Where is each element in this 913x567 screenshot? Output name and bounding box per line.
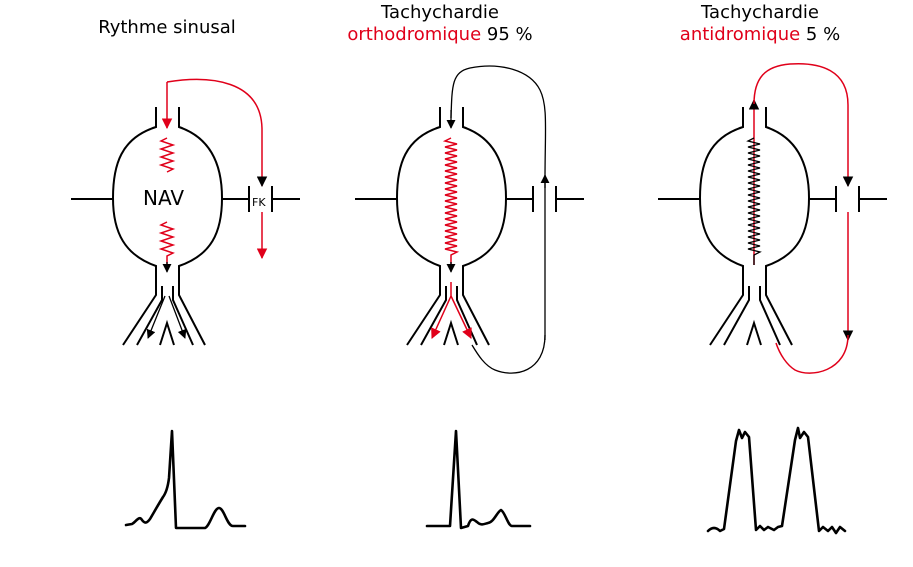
anti-antegrade-loop (753, 62, 854, 188)
av-node-structure (71, 107, 224, 346)
sinus-left-branch-arrow (146, 295, 166, 339)
caption-antidromic-line2: antidromique 5 % (640, 24, 880, 46)
av-node-structure-orthodromic (355, 107, 508, 346)
ortho-zigzag (442, 137, 460, 265)
ecg-antidromic (706, 426, 847, 535)
zigzag-lower (158, 221, 176, 265)
accessory-pathway-fk: FK (222, 186, 300, 212)
panel-sinus-rhythm: FK NAV (71, 78, 300, 530)
caption-sinus-rhythm: Rythme sinusal (67, 17, 267, 39)
anti-zigzag (746, 137, 762, 265)
caption-orthodromic-line2: orthodromique 95 % (300, 24, 580, 46)
sinus-right-branch-arrow (168, 295, 187, 339)
ortho-right-branch-arrow (450, 295, 472, 339)
ecg-orthodromic (425, 429, 532, 530)
ecg-sinus (124, 429, 247, 530)
caption-antidromic-line1: Tachychardie (701, 2, 819, 23)
accessory-pathway-orthodromic (506, 186, 584, 212)
zigzag-upper (158, 137, 176, 173)
anti-loop-bottom (775, 334, 849, 374)
fk-label: FK (252, 196, 266, 209)
caption-antidromic: Tachychardie antidromique 5 % (640, 2, 880, 46)
caption-antidromic-word: antidromique (679, 24, 801, 45)
caption-antidromic-percent: 5 % (800, 24, 841, 45)
caption-orthodromic-word: orthodromique (347, 24, 482, 45)
ortho-retro-loop-top (450, 65, 547, 188)
panel-antidromic (658, 62, 887, 535)
caption-orthodromic-percent: 95 % (481, 24, 533, 45)
panel-orthodromic (355, 65, 584, 530)
caption-orthodromic: Tachychardie orthodromique 95 % (300, 2, 580, 46)
caption-sinus-rhythm-text: Rythme sinusal (98, 17, 236, 38)
ortho-retro-loop-bottom (471, 334, 546, 374)
av-node-structure-antidromic (658, 107, 811, 346)
nav-label: NAV (143, 186, 184, 210)
accessory-pathway-antidromic (809, 186, 887, 212)
sinus-bypass-arrow (166, 78, 268, 188)
caption-orthodromic-line1: Tachychardie (381, 2, 499, 23)
